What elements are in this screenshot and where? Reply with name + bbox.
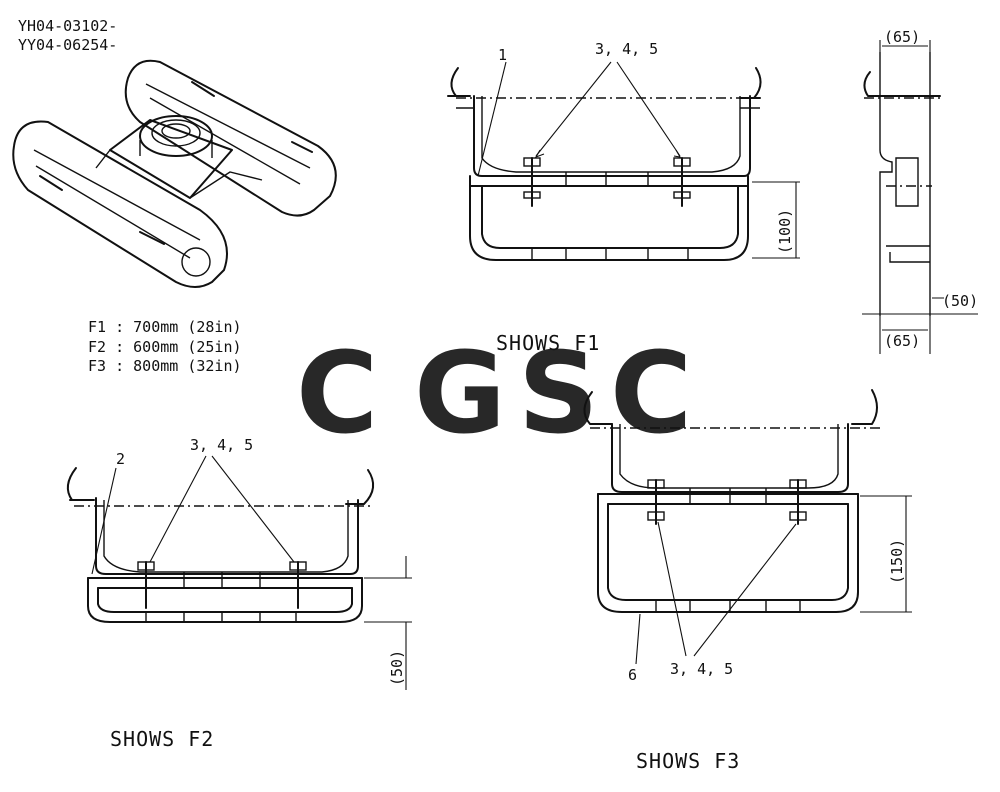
undercarriage-isometric <box>12 59 337 288</box>
side-offset-dim: (50) <box>942 292 978 310</box>
view-f3: 3, 4, 5 6 (150) SHOWS F3 <box>583 389 912 773</box>
side-top-dim: (65) <box>884 28 920 46</box>
model-code-2: YY04-06254- <box>18 36 117 54</box>
f2-part-label: 2 <box>116 450 125 468</box>
model-code-1: YH04-03102- <box>18 17 117 35</box>
f1-title: SHOWS F1 <box>496 331 600 355</box>
bolt-f1-right <box>673 157 691 207</box>
bolt-f3-right <box>789 479 807 525</box>
watermark-letter-g: G <box>414 329 506 459</box>
f2-height-dim: (50) <box>388 650 406 686</box>
f2-bolt-label: 3, 4, 5 <box>190 436 253 454</box>
f2-title: SHOWS F2 <box>110 727 214 751</box>
f1-height-dim: (100) <box>776 209 794 254</box>
view-side: (65) (50) (65) <box>862 28 978 354</box>
f1-bolt-label: 3, 4, 5 <box>595 40 658 58</box>
watermark-letter-c1: C <box>296 329 378 459</box>
size-f2: F2 : 600mm (25in) <box>88 338 242 356</box>
side-bottom-dim: (65) <box>884 332 920 350</box>
watermark-logo: C G S C <box>296 329 692 459</box>
f3-title: SHOWS F3 <box>636 749 740 773</box>
size-f3: F3 : 800mm (32in) <box>88 357 242 375</box>
view-f1: 3, 4, 5 1 (100) SHOWS F1 <box>447 40 800 355</box>
f3-bolt-label: 3, 4, 5 <box>670 660 733 678</box>
bolt-f1-left <box>523 157 541 207</box>
bolt-f2-right <box>289 561 307 609</box>
f3-height-dim: (150) <box>888 539 906 584</box>
size-f1: F1 : 700mm (28in) <box>88 318 242 336</box>
f3-part-label: 6 <box>628 666 637 684</box>
watermark-letter-s: S <box>518 329 599 459</box>
watermark-letter-c2: C <box>610 329 692 459</box>
bolt-f3-left <box>647 479 665 525</box>
view-f2: 3, 4, 5 2 (50) SHOWS F2 <box>66 436 412 751</box>
bolt-f2-left <box>137 561 155 609</box>
f1-part-label: 1 <box>498 46 507 64</box>
